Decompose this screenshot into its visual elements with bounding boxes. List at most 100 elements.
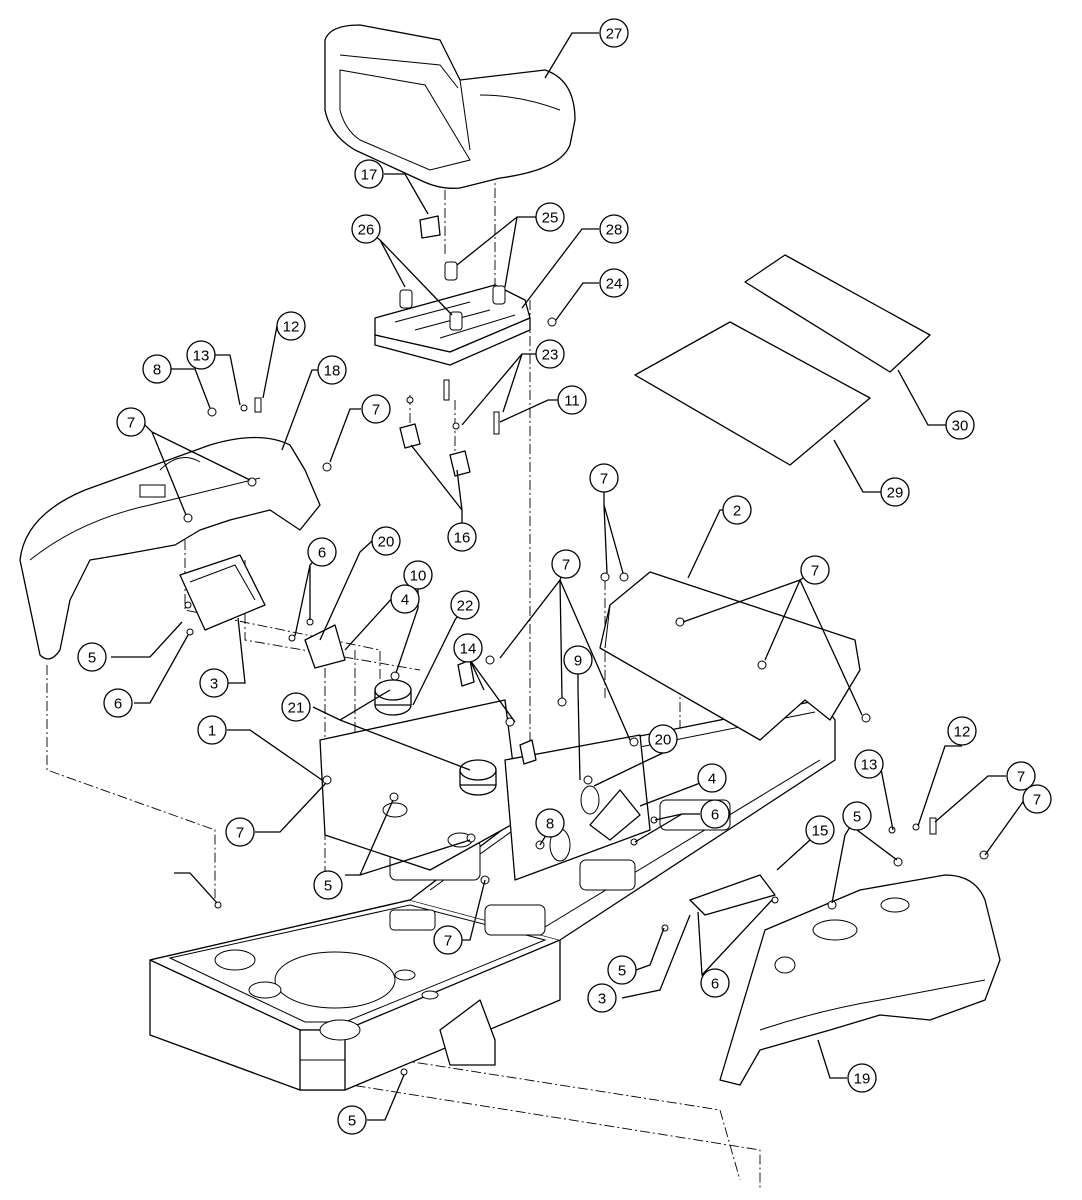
callout-label: 5 [88, 650, 96, 667]
callout-2: 2 [722, 495, 752, 525]
callout-circle [199, 668, 229, 698]
callout-label: 9 [574, 653, 582, 670]
callout-19: 19 [847, 1063, 877, 1093]
callout-circle [599, 268, 629, 298]
callout-circle [317, 355, 347, 385]
callout-8: 8 [142, 354, 172, 384]
callout-label: 5 [324, 878, 332, 895]
callout-label: 30 [952, 418, 969, 435]
callout-5: 5 [77, 642, 107, 672]
callout-label: 8 [546, 816, 554, 833]
callout-circle [142, 354, 172, 384]
callout-label: 5 [618, 963, 626, 980]
callout-10: 10 [403, 560, 433, 590]
callout-circle [453, 633, 483, 663]
callout-label: 4 [401, 592, 409, 609]
callout-5: 5 [337, 1105, 367, 1135]
callout-7: 7 [589, 463, 619, 493]
brackets [304, 624, 776, 916]
callout-circle [700, 799, 730, 829]
callout-circle [371, 526, 401, 556]
callout-21: 21 [281, 692, 311, 722]
callout-label: 22 [457, 598, 474, 615]
callout-circle [186, 340, 216, 370]
callout-circle [535, 808, 565, 838]
callout-circle [403, 560, 433, 590]
callout-label: 16 [454, 530, 471, 547]
callout-7: 7 [225, 817, 255, 847]
callout-label: 12 [954, 724, 971, 741]
callout-6: 6 [700, 968, 730, 998]
callout-label: 14 [460, 641, 477, 658]
callout-label: 21 [288, 700, 305, 717]
callout-20: 20 [648, 724, 678, 754]
callout-circle [880, 477, 910, 507]
callout-label: 7 [236, 825, 244, 842]
callout-label: 7 [1017, 769, 1025, 786]
callout-circle [225, 817, 255, 847]
callout-circle [947, 716, 977, 746]
callout-7: 7 [551, 549, 581, 579]
callout-label: 7 [600, 471, 608, 488]
callout-5: 5 [313, 870, 343, 900]
callout-circle [390, 584, 420, 614]
callout-circle [589, 463, 619, 493]
callout-circle [103, 688, 133, 718]
callout-15: 15 [805, 815, 835, 845]
callout-6: 6 [307, 537, 337, 567]
callout-13: 13 [186, 340, 216, 370]
callout-label: 7 [562, 557, 570, 574]
leader-lines [111, 32, 1037, 1121]
callout-circle [535, 202, 565, 232]
callout-circle [805, 815, 835, 845]
callout-label: 6 [711, 807, 719, 824]
callout-label: 19 [854, 1071, 871, 1088]
callout-circle [557, 385, 587, 415]
callout-7: 7 [361, 394, 391, 424]
callout-6: 6 [700, 799, 730, 829]
callout-label: 17 [361, 167, 378, 184]
callout-circle [648, 724, 678, 754]
callout-8: 8 [535, 808, 565, 838]
callout-7: 7 [1022, 784, 1052, 814]
callout-28: 28 [599, 214, 629, 244]
callout-label: 27 [606, 26, 623, 43]
callout-20: 20 [371, 526, 401, 556]
callout-label: 2 [733, 503, 741, 520]
callout-label: 3 [210, 676, 218, 693]
callout-11: 11 [557, 385, 587, 415]
callout-label: 29 [887, 485, 904, 502]
callout-circle [800, 555, 830, 585]
callout-16: 16 [447, 522, 477, 552]
callout-24: 24 [599, 268, 629, 298]
fasteners [183, 317, 989, 1076]
callout-12: 12 [276, 311, 306, 341]
callout-18: 18 [317, 355, 347, 385]
callout-label: 15 [812, 823, 829, 840]
callout-circle [361, 394, 391, 424]
callout-circle [337, 1105, 367, 1135]
callout-4: 4 [390, 584, 420, 614]
callout-circle [354, 159, 384, 189]
callout-label: 5 [348, 1113, 356, 1130]
callout-1: 1 [197, 715, 227, 745]
callout-6: 6 [103, 688, 133, 718]
callout-label: 7 [372, 402, 380, 419]
callout-label: 3 [598, 991, 606, 1008]
callout-label: 1 [208, 723, 216, 740]
callout-17: 17 [354, 159, 384, 189]
callout-label: 7 [811, 563, 819, 580]
callout-circle [599, 18, 629, 48]
callout-label: 7 [444, 933, 452, 950]
callout-circle [587, 983, 617, 1013]
left-fender-part [19, 436, 321, 660]
callout-27: 27 [599, 18, 629, 48]
callout-circle [847, 1063, 877, 1093]
callout-4: 4 [697, 763, 727, 793]
callout-circle [307, 537, 337, 567]
callout-3: 3 [587, 983, 617, 1013]
callout-circle [563, 645, 593, 675]
callout-circle [535, 339, 565, 369]
